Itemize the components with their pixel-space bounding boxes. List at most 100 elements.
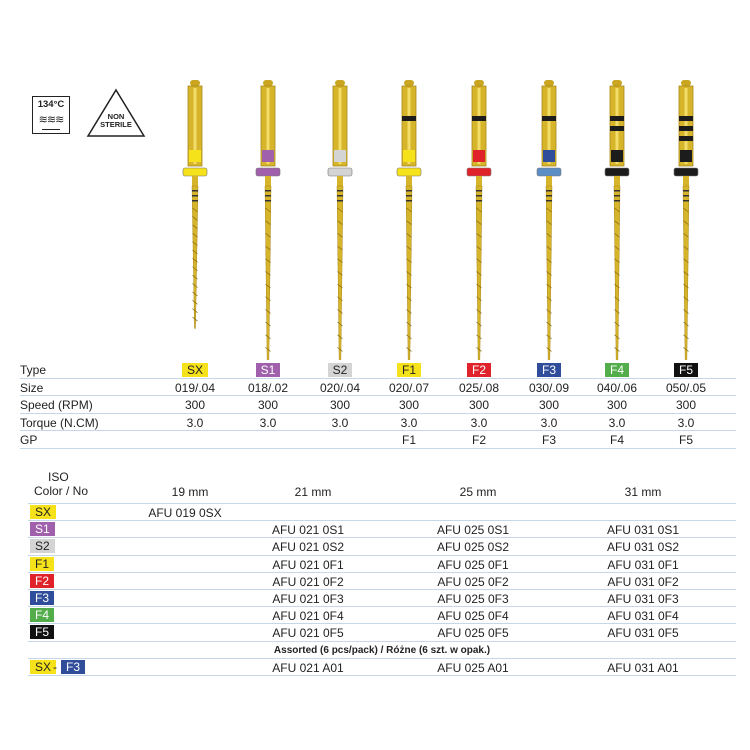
color-badge-f4: F4 [30, 608, 55, 623]
file-flute-f2 [476, 271, 482, 276]
assorted-label: Assorted (6 pcs/pack) / Różne (6 szt. w … [28, 642, 736, 659]
assorted-from-badge: SX [30, 659, 57, 674]
article-c25: AFU 025 0F3 [437, 591, 509, 606]
file-flute-f1 [406, 321, 412, 327]
file-depth-mark-f3 [546, 195, 552, 197]
file-neck-sx [192, 176, 198, 186]
color-badge-s2: S2 [30, 539, 55, 554]
file-cap-f2 [474, 80, 484, 86]
torque-cell: 3.0 [331, 415, 349, 430]
file-flute-f3 [546, 296, 552, 302]
article-c21: AFU 021 0F3 [272, 591, 344, 606]
color-badge-sx: SX [30, 505, 57, 519]
file-flute-sx [192, 300, 198, 305]
file-flute-s1 [265, 233, 271, 238]
file-flute-f3 [546, 334, 552, 340]
file-flute-sx [192, 283, 198, 288]
file-flute-f5 [683, 334, 689, 340]
file-flute-f1 [406, 258, 412, 264]
file-flute-f5 [683, 347, 689, 352]
label-gp: GP [20, 433, 38, 447]
file-flute-f1 [406, 207, 412, 213]
file-flute-sx [192, 258, 198, 263]
file-flute-f3 [546, 347, 552, 352]
file-flute-sx [192, 241, 198, 246]
file-cap-sx [190, 80, 200, 86]
file-flute-f1 [406, 245, 412, 251]
speed-cell: 300 [468, 398, 490, 412]
file-ring-f2 [473, 150, 485, 162]
file-flute-sx [192, 232, 198, 238]
file-neck-f1 [406, 176, 412, 186]
size-cell: 018/.02 [247, 380, 289, 395]
file-stopper-s2 [327, 167, 353, 177]
file-depth-mark-sx [192, 200, 198, 202]
file-depth-mark-f1 [406, 195, 412, 197]
file-flute-f4 [614, 220, 620, 225]
order-table-header: ISO Color / No 19 mm 21 mm 25 mm 31 mm [28, 468, 736, 504]
file-flute-s2 [337, 207, 343, 213]
file-neck-f4 [614, 176, 620, 186]
label-size: Size [20, 380, 44, 395]
article-c31: AFU 031 0F1 [607, 557, 679, 572]
file-depth-mark-s1 [265, 195, 271, 197]
iso-label: ISO [48, 470, 69, 484]
file-band-f1 [402, 116, 416, 121]
file-flute-f3 [546, 233, 552, 238]
file-flute-f4 [614, 296, 620, 302]
file-flute-s1 [265, 258, 271, 264]
size-cell: 020/.07 [388, 380, 430, 395]
file-flute-f4 [614, 207, 620, 213]
file-flute-f2 [476, 296, 482, 302]
file-ring-f3 [543, 150, 555, 162]
steam-icon: ≋≋≋ [38, 114, 65, 126]
article-c31: AFU 031 0S2 [606, 540, 680, 555]
speed-cell: 300 [398, 398, 420, 412]
file-neck-f5 [683, 176, 689, 186]
file-flute-s1 [265, 283, 271, 289]
file-ring-f1 [403, 150, 415, 162]
file-flute-s2 [337, 296, 343, 302]
header-21mm: 21 mm [294, 485, 332, 499]
article-c25: AFU 025 0F4 [437, 609, 509, 624]
size-cell: 040/.06 [596, 380, 638, 395]
torque-cell: 3.0 [677, 415, 695, 430]
file-handle-shine-sx [193, 88, 197, 164]
header-19mm: 19 mm [171, 485, 209, 499]
file-stopper-f4 [604, 167, 630, 177]
header-31mm: 31 mm [624, 485, 662, 499]
triangle-icon [86, 88, 146, 137]
file-flute-s2 [337, 283, 343, 289]
file-neck-s2 [337, 176, 343, 186]
file-flute-s1 [265, 321, 271, 327]
file-cap-f4 [612, 80, 622, 86]
torque-cell: 3.0 [608, 415, 626, 430]
file-flute-f3 [546, 207, 552, 213]
article-c31: AFU 031 0F4 [607, 609, 679, 624]
type-cell: S2 [310, 363, 370, 377]
file-flute-f5 [683, 258, 689, 264]
file-depth-mark-s2 [337, 195, 343, 197]
file-flute-s2 [337, 271, 343, 276]
file-flute-s1 [265, 245, 271, 251]
file-flute-f4 [614, 309, 620, 314]
file-flute-f5 [683, 207, 689, 213]
file-flute-sx [192, 291, 198, 297]
autoclave-temperature: 134°C [37, 99, 65, 110]
file-flute-f4 [614, 245, 620, 251]
file-flute-f2 [476, 283, 482, 289]
file-cap-f5 [681, 80, 691, 86]
file-flute-f2 [476, 245, 482, 251]
file-flute-f3 [546, 245, 552, 251]
type-cell: SX [165, 363, 225, 377]
file-flute-f5 [683, 245, 689, 251]
type-badge-f2: F2 [466, 363, 491, 377]
article-c25: AFU 025 0F5 [437, 626, 509, 641]
file-neck-f2 [476, 176, 482, 186]
article-c21: AFU 021 0F1 [272, 557, 344, 572]
